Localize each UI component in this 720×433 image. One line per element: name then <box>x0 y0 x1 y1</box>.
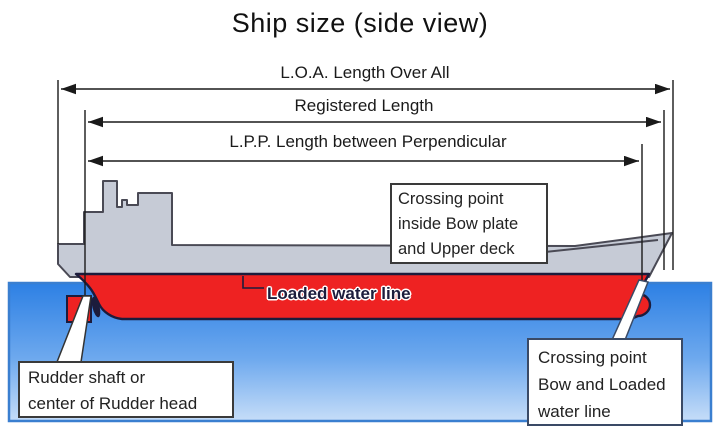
propeller <box>91 296 101 318</box>
bow-deck-crossing-callout: Crossing point inside Bow plate and Uppe… <box>390 183 548 264</box>
callout-line: and Upper deck <box>398 240 515 258</box>
diagram-title: Ship size (side view) <box>231 8 489 38</box>
callout-line: water line <box>538 402 611 421</box>
registered-length-dimension-label: Registered Length <box>294 96 434 115</box>
callout-line: Bow and Loaded <box>538 375 666 394</box>
extension-lines <box>57 80 674 298</box>
callout-line: inside Bow plate <box>398 215 519 233</box>
ship-hull-above-water <box>57 180 673 278</box>
rudder-shaft-callout: Rudder shaft or center of Rudder head <box>18 361 234 418</box>
ship-hull-below-water <box>74 272 652 321</box>
callout-line: Crossing point <box>538 348 647 367</box>
lpp-dimension-label: L.P.P. Length between Perpendicular <box>229 132 507 151</box>
loa-dimension-label: L.O.A. Length Over All <box>280 63 450 82</box>
loaded-water-line-label: Loaded water line <box>267 284 411 303</box>
bow-waterline-crossing-callout: Crossing point Bow and Loaded water line <box>527 338 683 426</box>
waterline-leader-line <box>242 276 264 289</box>
callout-line: center of Rudder head <box>28 394 198 413</box>
dimension-arrows <box>61 83 670 167</box>
callout-line: Rudder shaft or <box>28 368 146 387</box>
callout-line: Crossing point <box>398 190 504 208</box>
